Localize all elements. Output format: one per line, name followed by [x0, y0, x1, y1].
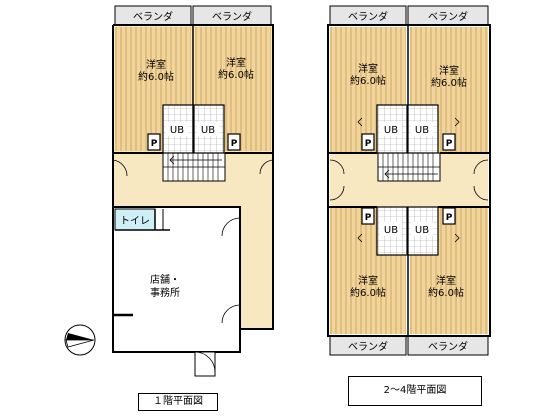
room-size: 約6.0帖: [350, 74, 386, 87]
shop-label: 店舗・: [150, 273, 180, 286]
room-name: 洋室: [439, 64, 459, 77]
shop-office-1f: [112, 206, 241, 353]
room-size: 約6.0帖: [431, 76, 467, 89]
pipe-shaft-label: P: [231, 139, 238, 149]
toilet-label: トイレ: [120, 216, 150, 227]
bath-label: UB: [384, 125, 398, 136]
room-size: 約6.0帖: [428, 286, 464, 299]
north-arrow-icon: [64, 324, 96, 356]
veranda-label: ベランダ: [348, 340, 388, 353]
pipe-shaft-top-left: [361, 133, 375, 151]
pipe-shaft-label: P: [446, 139, 453, 149]
pipe-shaft-top-right: [442, 133, 456, 151]
room-name: 洋室: [146, 58, 166, 71]
floor1-plan: ベランダ ベランダ UB U: [112, 5, 274, 377]
floor2to4-plan: ベランダ ベランダ ベランダ ベランダ: [327, 5, 491, 356]
veranda-label: ベランダ: [133, 10, 173, 23]
corridor-1f: [113, 153, 273, 329]
pipe-shaft-label: P: [151, 139, 158, 149]
room-name: 洋室: [436, 274, 456, 287]
room-name: 洋室: [358, 274, 378, 287]
floor1-caption: １階平面図: [138, 393, 218, 411]
floor2to4-caption: 2～4階平面図: [348, 376, 482, 406]
bath-label: UB: [415, 125, 429, 136]
bath-label: UB: [170, 125, 184, 136]
bath-label: UB: [415, 225, 429, 236]
veranda-label: ベランダ: [428, 340, 468, 353]
room-size: 約6.0帖: [350, 286, 386, 299]
pipe-shaft-label: P: [365, 139, 372, 149]
shop-label: 事務所: [150, 286, 180, 299]
stairs-1f: [162, 152, 226, 182]
veranda-label: ベランダ: [212, 10, 252, 23]
room-name: 洋室: [226, 56, 246, 69]
bath-label: UB: [201, 125, 215, 136]
room-size: 約6.0帖: [138, 70, 174, 83]
bath-label: UB: [384, 225, 398, 236]
veranda-label: ベランダ: [348, 10, 388, 23]
veranda-label: ベランダ: [428, 10, 468, 23]
pipe-shaft-label: P: [446, 213, 453, 223]
stairs-2f: [377, 152, 441, 182]
room-name: 洋室: [358, 62, 378, 75]
pipe-shaft-1f-right: [227, 133, 241, 151]
pipe-shaft-1f-left: [147, 133, 161, 151]
pipe-shaft-label: P: [365, 213, 372, 223]
room-size: 約6.0帖: [218, 68, 254, 81]
